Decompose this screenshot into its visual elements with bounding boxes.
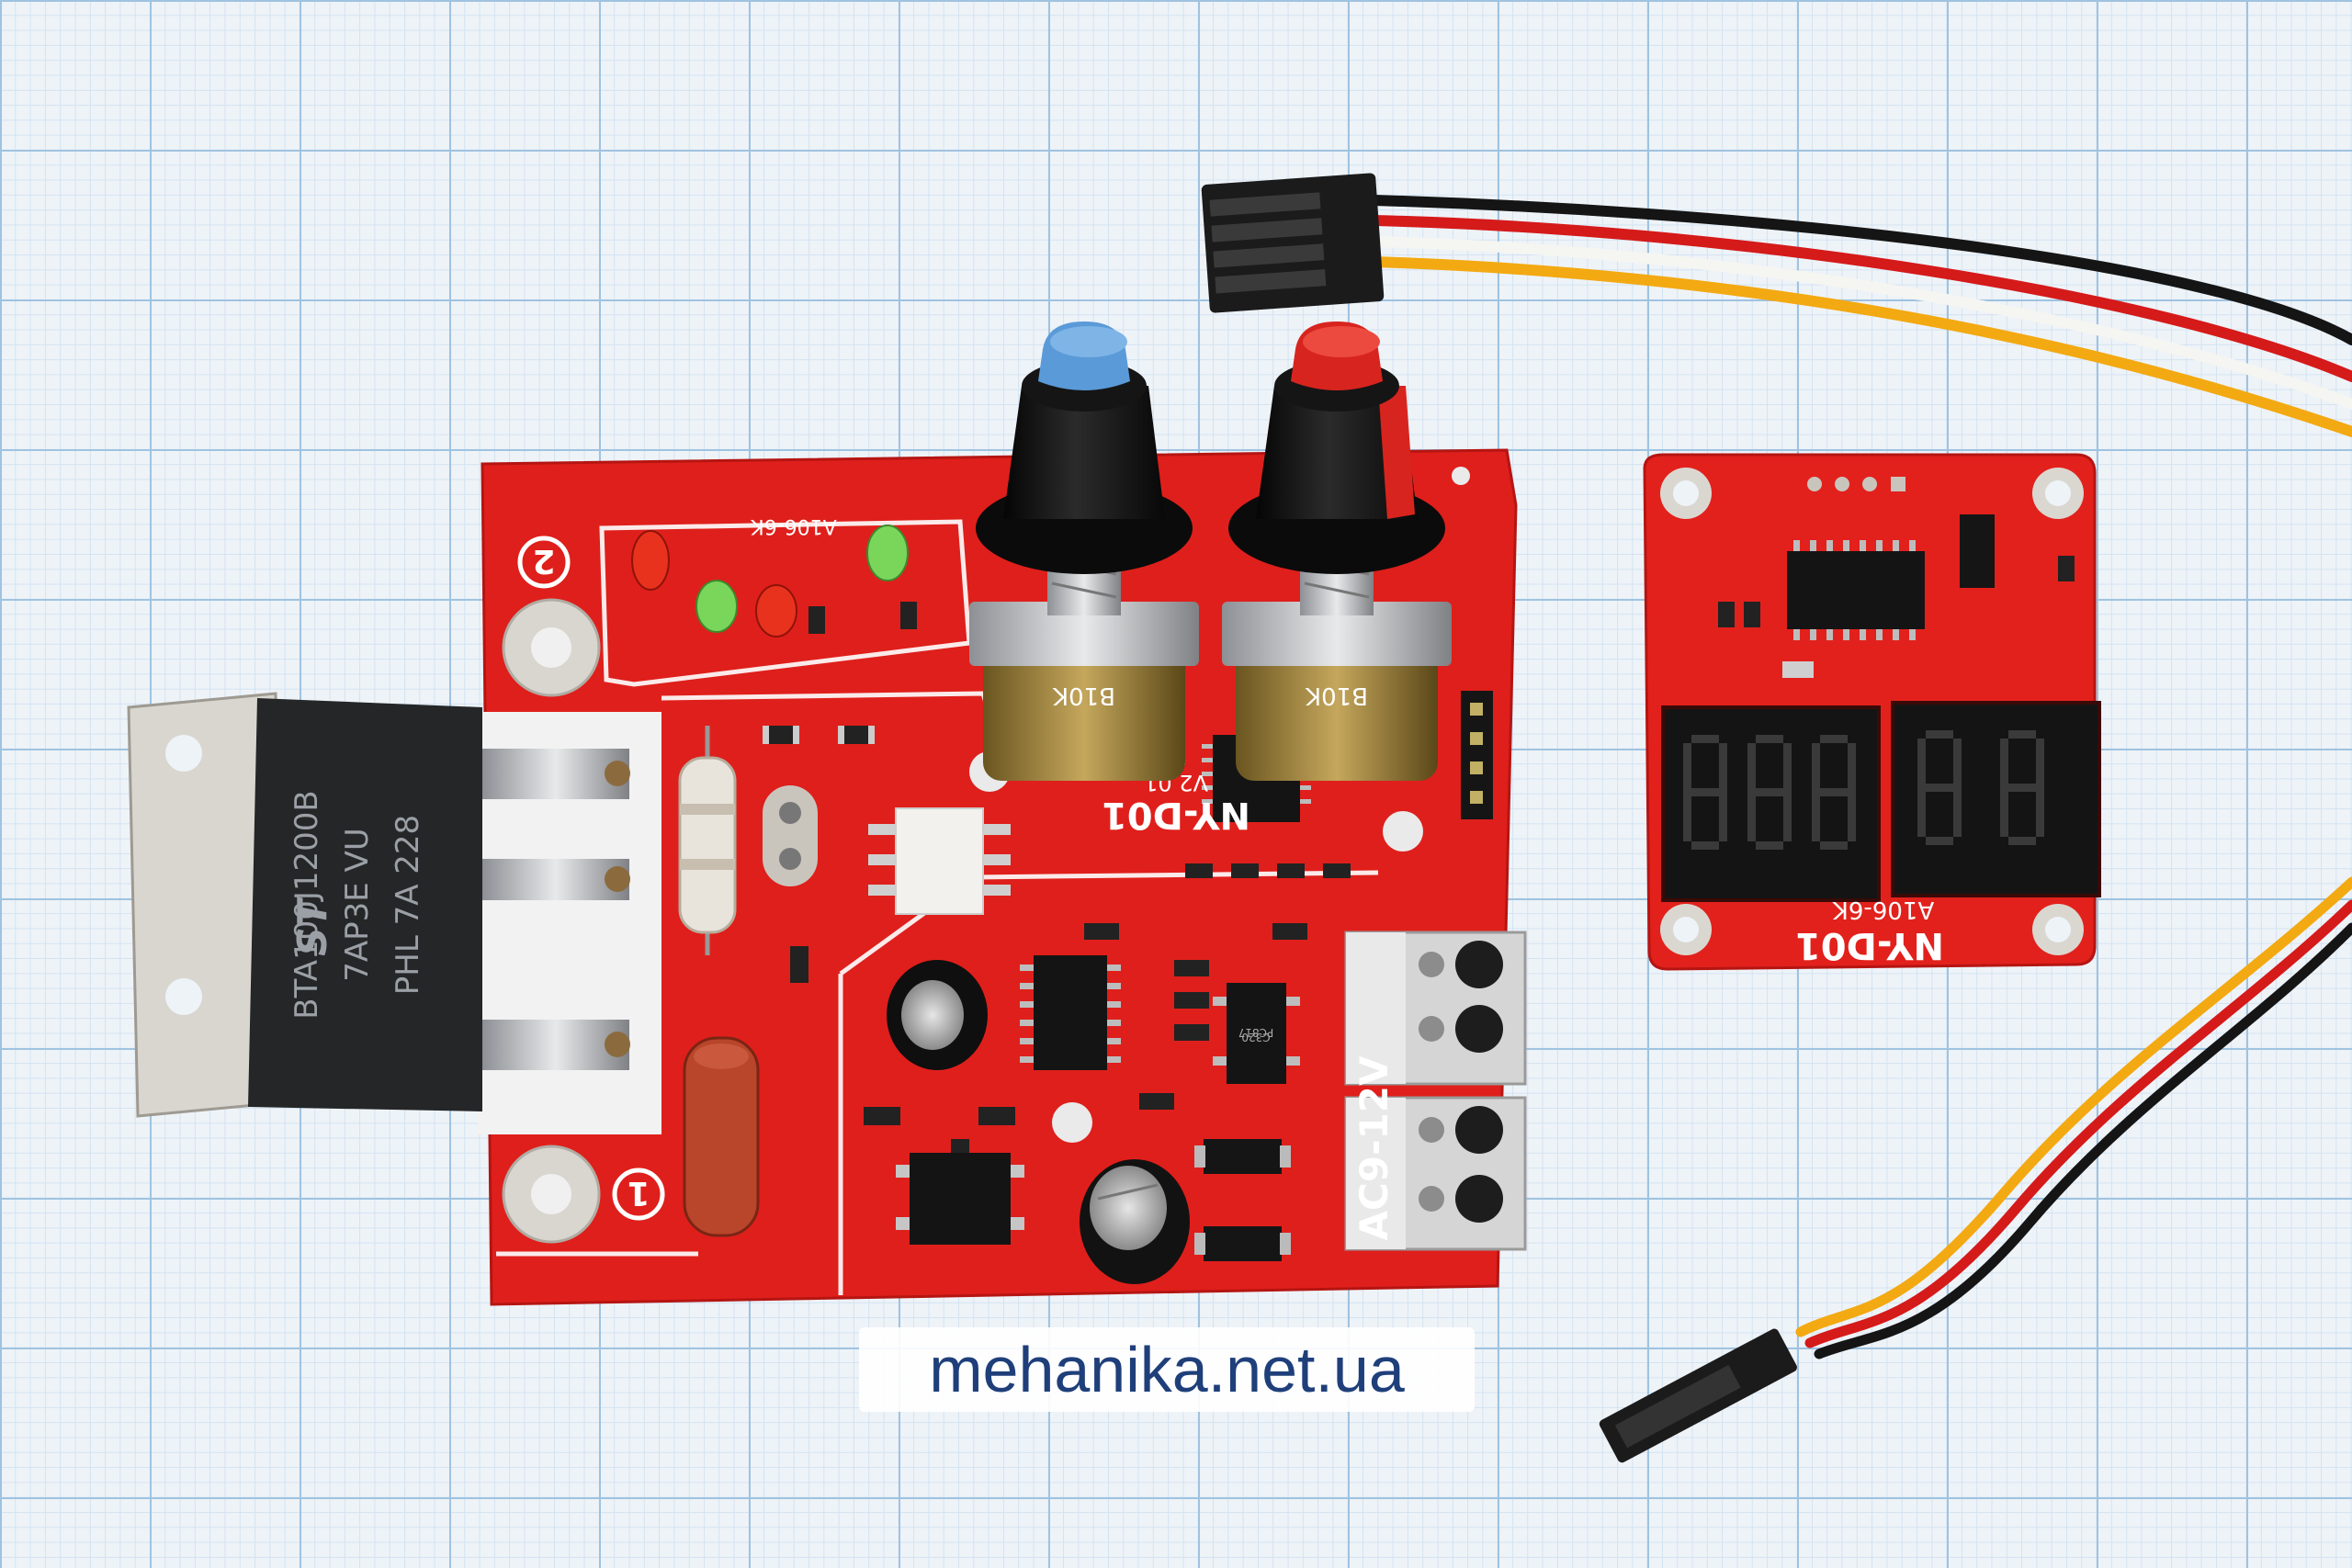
power-label: AC9-12V [1351,1055,1396,1240]
display-header-pads [1807,477,1905,491]
pin-header-cn1 [1461,691,1493,819]
segment [1820,841,1848,850]
segment [1926,730,1953,739]
segment [1926,784,1953,792]
circle-mark-2: 2 [517,536,571,589]
resistor-r20 [1744,602,1760,627]
power-resistor [678,726,737,955]
x-capacitor [683,1036,760,1237]
segment [1812,792,1820,841]
segment [1812,743,1820,793]
segment [2036,739,2044,788]
sub-label-display: A106-6K [1832,896,1934,923]
capacitor-c10 [1782,661,1814,678]
resistor-r4 [2058,556,2075,581]
segment [2008,784,2036,792]
pc817-text: PC817 [1238,1026,1274,1039]
st-logo: ST [289,897,336,956]
triac-bta100: BTA100J1200B 7AP3E VU PHL 7A 228 ST [248,698,482,1111]
seven-segment-digits [1683,730,2044,850]
electrolytic-capacitor-c1 [887,960,988,1070]
model-label-main: NY-D01 [1102,794,1250,836]
diode-d7 [1194,1139,1291,1261]
mounting-hole [502,598,601,697]
mounting-hole [2032,904,2084,955]
pot-right-label: B10K [1305,682,1368,709]
pot-left-label: B10K [1052,682,1115,709]
circle-mark-2-text: 2 [532,542,555,580]
circle-mark-1: 1 [612,1168,665,1221]
led-green [695,580,738,633]
dupont-connector-top [1201,173,1385,313]
model-label-display: NY-D01 [1795,924,1944,966]
segment [1820,735,1848,743]
segment [2008,730,2036,739]
triac-text-line-1: BTA100J1200B [288,790,325,1020]
triac-legs [482,749,630,1070]
mounting-hole [502,1145,601,1244]
display-board: NY-D01 A106-6K [1643,453,2101,971]
led-green [866,525,909,581]
rectifier [896,1153,1024,1245]
segment [1683,743,1691,793]
smd-resistor [763,602,1351,1167]
segment [1953,787,1962,837]
circle-mark-1-text: 1 [627,1174,650,1212]
segment [1756,788,1783,796]
segment [1719,792,1727,841]
mounting-hole [1660,904,1712,955]
segment [1747,743,1756,793]
ic-u2 [1020,955,1121,1070]
segment [2036,787,2044,837]
segment [2008,837,2036,845]
segment [1756,735,1783,743]
segment [1719,743,1727,793]
segment [1848,743,1856,793]
main-board: 2 1 A106-6K [127,321,1527,1306]
diode-d3 [1960,514,1995,588]
ribbon-cable-bottom [1795,876,2352,1359]
segment [1691,841,1719,850]
electrolytic-capacitor-c2 [1080,1159,1190,1284]
triac-text-line-3: PHL 7A 228 [390,815,426,995]
segment [2000,787,2008,837]
segment [1926,837,1953,845]
led-red [755,584,797,637]
knob-blue[interactable] [976,321,1193,574]
screw-terminal-j2[interactable] [1344,931,1527,1086]
segment [2000,739,2008,788]
triac-text-line-2: 7AP3E VU [339,828,376,981]
mounting-hole [2032,468,2084,519]
segment [1848,792,1856,841]
solder-pads [763,785,818,886]
optocoupler-u3 [868,807,1011,915]
optocoupler-pc817: PC817 C320 [1213,983,1300,1084]
watermark: mehanika.net.ua [859,1327,1475,1412]
segment [1691,788,1719,796]
ribbon-cable-top [1368,195,2352,437]
resistor-r21 [1718,602,1735,627]
header-mark: A106-6K [751,514,837,537]
segment [1917,739,1926,788]
screw-terminal-j1[interactable] [1344,1096,1527,1251]
led-red [631,530,670,591]
display-driver-ic-u6 [1787,540,1925,640]
mounting-hole [1660,468,1712,519]
segment [1683,792,1691,841]
segment [1783,743,1792,793]
segment [1756,841,1783,850]
segment [1783,792,1792,841]
c320-text: C320 [1241,1031,1270,1043]
segment [1747,792,1756,841]
segment [1691,735,1719,743]
segment [1917,787,1926,837]
knob-red[interactable] [1228,321,1445,574]
segment [1820,788,1848,796]
dupont-connector-bottom [1599,1328,1797,1463]
segment [1953,739,1962,788]
